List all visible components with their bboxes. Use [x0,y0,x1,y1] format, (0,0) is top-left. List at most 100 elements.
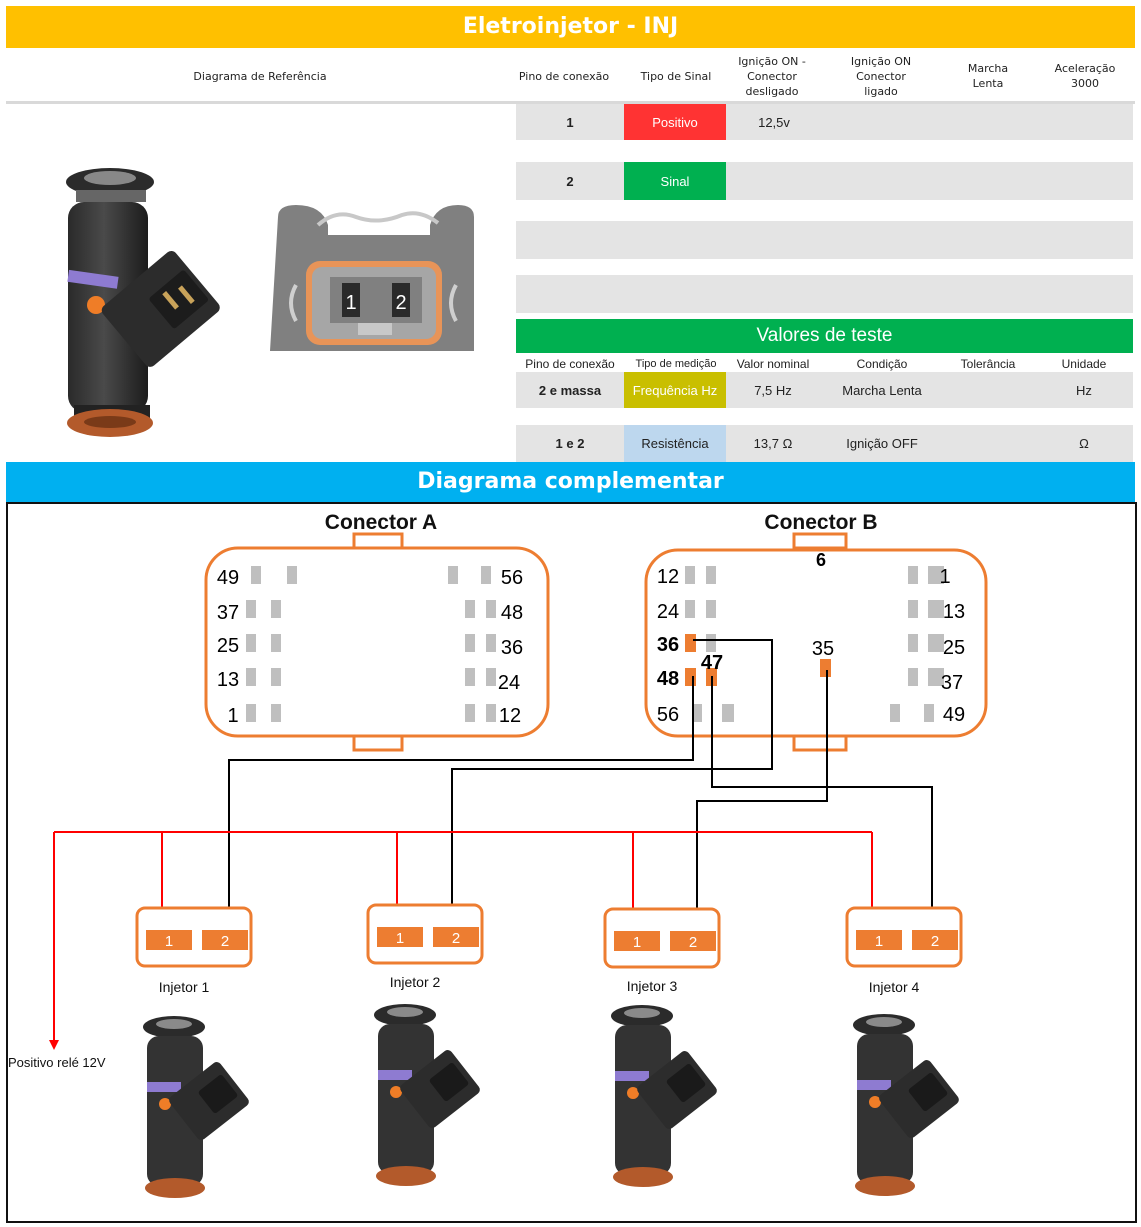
header-pin: Pino de conexão [518,69,610,83]
injector-photo [611,1005,717,1187]
injector-pin-2-label: 2 [689,934,697,951]
pin-slot [246,668,256,686]
pin-label: 1 [939,566,950,588]
pin-label: 1 [227,705,238,727]
pin-slot [908,600,918,618]
test-pin: 2 e massa [538,382,602,398]
signal-type-badge: Sinal [624,162,726,200]
pin-label: 36 [501,637,523,659]
connector-a: Conector A 49 37 25 13 1 56 48 36 24 12 [204,511,550,752]
pin-slot [685,600,695,618]
pin-label: 24 [498,672,520,694]
pin-slot [448,566,458,584]
relay-arrow [49,1040,59,1050]
injector-photo [853,1014,959,1196]
header-ign-on-on: Ignição ON Conector ligado [850,54,912,98]
pin-slot [486,668,496,686]
injector-pin-2-label: 2 [931,933,939,950]
pin-slot [271,668,281,686]
injector-label: Injetor 4 [869,979,920,995]
pin-slot [481,566,491,584]
pin-slot [928,566,944,584]
empty-row [516,221,1133,259]
connector-pin-2-label: 2 [395,292,406,314]
connector-b: Conector B 6 12 24 36 48 56 1 13 25 37 4… [644,511,988,752]
injector-pin-1 [377,927,423,947]
injector-pin-2 [912,930,958,950]
pin-slot-active [685,668,696,686]
pin-label: 24 [657,601,679,623]
pin-label: 49 [943,704,965,726]
pin-slot [246,704,256,722]
pin-slot [928,668,944,686]
connector-b-title: Conector B [764,511,877,534]
wires-black [228,639,933,921]
pin-slot [908,668,918,686]
test-header-tolerance: Tolerância [960,356,1016,371]
test-values-title: Valores de teste [516,319,1133,353]
pin-slot [706,566,716,584]
pin-label-6: 6 [816,550,826,570]
test-header-pin: Pino de conexão [525,356,615,371]
pin-label: 48 [657,668,679,690]
nominal-value: 7,5 Hz [754,382,792,398]
pin-slot [706,634,716,652]
pin-slot [271,704,281,722]
pin-label: 37 [217,602,239,624]
test-row: 2 e massa Frequência Hz 7,5 Hz Marcha Le… [516,372,1133,408]
unit-value: Hz [1076,382,1092,398]
injector-connector [603,907,721,969]
pin-slot [465,668,475,686]
pin-slot [486,600,496,618]
injector-pin-2 [202,930,248,950]
condition-value: Ignição OFF [846,436,918,451]
test-row: 1 e 2 Resistência 13,7 Ω Ignição OFF Ω [516,425,1133,462]
empty-row [516,275,1133,313]
test-header-measure: Tipo de medição [635,357,717,370]
injector-pin-1 [146,930,192,950]
connector-a-right-labels: 56 48 36 24 12 [498,567,523,727]
table-row: 1 Positivo 12,5v [516,104,1133,140]
pin-label: 12 [657,566,679,588]
pin-slot [251,566,261,584]
pin-label: 37 [941,672,963,694]
pin-slot [465,600,475,618]
connector-a-left-labels: 49 37 25 13 1 [217,567,239,727]
test-pin: 1 e 2 [555,436,585,451]
pin-slot [722,704,734,722]
pin-label-47: 47 [701,652,723,674]
pin-number: 1 [566,114,574,130]
connector-drawing: 1 2 [270,205,474,351]
injector-connector [845,906,963,968]
pin-slot [928,634,944,652]
measure-type-badge: Frequência Hz [624,372,726,408]
pin-slot [706,600,716,618]
pin-slot [928,600,944,618]
injector-pin-2-label: 2 [221,933,229,950]
injector-pin-1-label: 1 [633,934,641,951]
pin-slot [271,634,281,652]
test-header-condition: Condição [856,356,908,371]
pin-number: 2 [566,173,574,189]
page-title: Eletroinjetor - INJ [6,6,1135,48]
pin-label-35: 35 [812,638,834,660]
pin-slot [685,566,695,584]
pin-slot [246,634,256,652]
injector-label: Injetor 3 [627,978,678,994]
pin-slot [908,566,918,584]
pin-slot [890,704,900,722]
pin-slot [924,704,934,722]
pin-label: 13 [943,601,965,623]
pin-label: 36 [657,634,679,656]
injector-pin-1 [614,931,660,951]
injector-connector [366,903,484,965]
table-row: 2 Sinal [516,162,1133,200]
injector-pin-1-label: 1 [875,933,883,950]
pin-slot [287,566,297,584]
condition-value: Marcha Lenta [842,382,922,398]
pin-label: 12 [499,705,521,727]
pin-slot [465,634,475,652]
injector-photo [66,168,220,437]
header-reference-diagram: Diagrama de Referência [193,69,327,83]
